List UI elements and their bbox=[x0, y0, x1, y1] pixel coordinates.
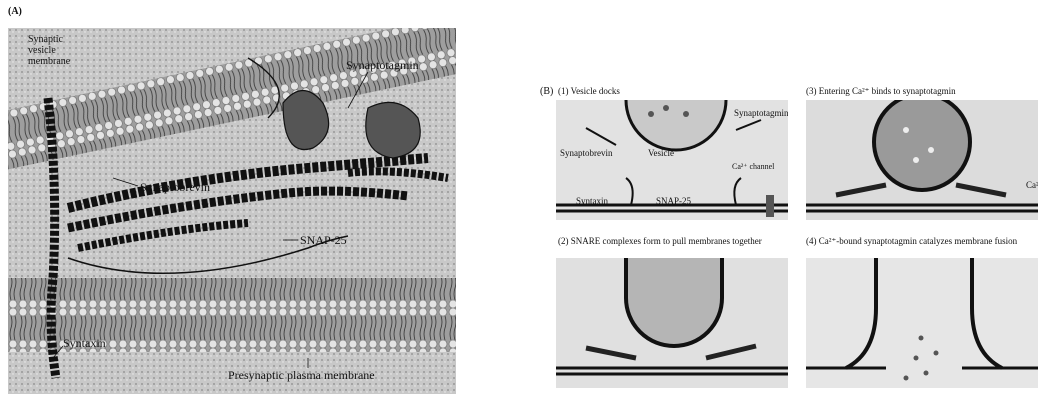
label-syntaxin-step1: Syntaxin bbox=[576, 196, 608, 206]
label-synaptobrevin: Synaptobrevin bbox=[140, 180, 210, 195]
step-1-title: (1) Vesicle docks bbox=[558, 86, 620, 96]
panel-a-letter: (A) bbox=[8, 6, 22, 17]
label-snap-25-step1: SNAP-25 bbox=[656, 196, 691, 206]
step-3-title: (3) Entering Ca²⁺ binds to synaptotagmin bbox=[806, 86, 956, 97]
step-3-illustration bbox=[806, 100, 1038, 220]
step-3-panel: Ca²⁺ bbox=[806, 100, 1038, 220]
label-synaptic-vesicle-membrane: Synaptic vesicle membrane bbox=[28, 34, 88, 67]
label-synaptotagmin-step1: Synaptotagmin bbox=[734, 108, 788, 118]
snare-structure-panel: Synaptic vesicle membrane Synaptotagmin … bbox=[8, 28, 456, 394]
step-2-title: (2) SNARE complexes form to pull membran… bbox=[558, 236, 788, 246]
step-1-panel: Synaptotagmin Synaptobrevin Vesicle Ca²⁺… bbox=[556, 100, 788, 220]
step-4-illustration bbox=[806, 258, 1038, 388]
label-ca-channel: Ca²⁺ channel bbox=[732, 162, 774, 171]
label-synaptotagmin: Synaptotagmin bbox=[346, 58, 419, 73]
label-ca-step3: Ca²⁺ bbox=[1026, 180, 1038, 191]
label-snap-25: SNAP-25 bbox=[300, 233, 347, 248]
step-2-illustration bbox=[556, 258, 788, 388]
label-presynaptic-plasma-membrane: Presynaptic plasma membrane bbox=[228, 368, 375, 383]
label-syntaxin: Syntaxin bbox=[63, 336, 106, 351]
panel-b-letter: (B) bbox=[540, 86, 553, 97]
label-vesicle: Vesicle bbox=[648, 148, 674, 158]
step-2-panel bbox=[556, 258, 788, 388]
step-4-title: (4) Ca²⁺-bound synaptotagmin catalyzes m… bbox=[806, 236, 1036, 246]
label-synaptobrevin-step1: Synaptobrevin bbox=[560, 148, 613, 158]
step-4-panel bbox=[806, 258, 1038, 388]
